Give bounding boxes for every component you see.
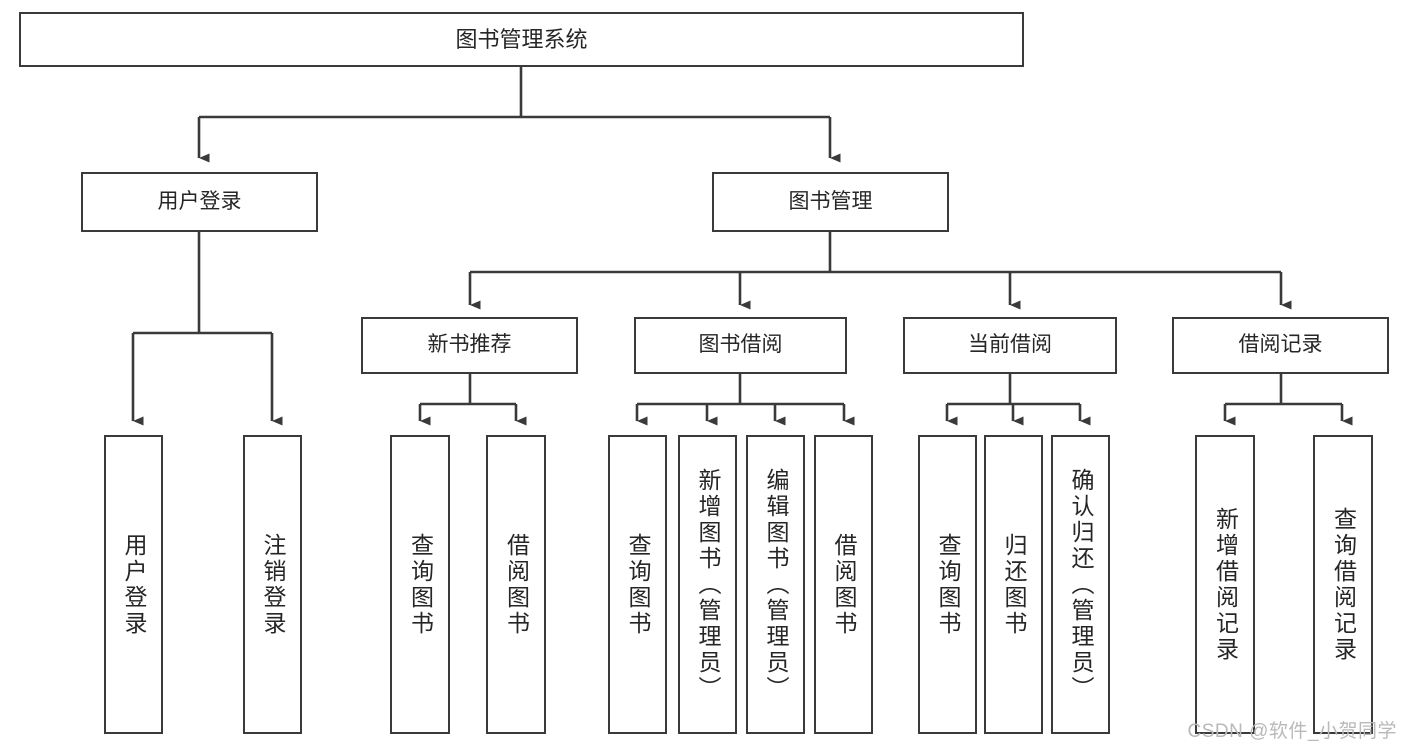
node-new-book-rec[interactable]: 新书推荐 [361, 317, 578, 374]
node-leaf-confirm-return[interactable]: 确认归还（管理员） [1051, 435, 1110, 734]
node-root-label: 图书管理系统 [455, 26, 588, 52]
node-leaf-query-book-1-label: 查询图书 [407, 532, 434, 637]
node-leaf-query-book-3[interactable]: 查询图书 [918, 435, 977, 734]
node-book-manage[interactable]: 图书管理 [712, 172, 949, 232]
node-borrow-record-label: 借阅记录 [1238, 333, 1323, 357]
node-leaf-query-record-label: 查询借阅记录 [1330, 506, 1357, 663]
node-leaf-return-book-label: 归还图书 [1001, 532, 1027, 637]
node-leaf-add-book-label: 新增图书（管理员） [695, 467, 721, 702]
node-leaf-user-logout-label: 注销登录 [260, 532, 286, 637]
node-borrow-record[interactable]: 借阅记录 [1172, 317, 1389, 374]
node-user-login-label: 用户登录 [157, 189, 242, 213]
node-leaf-query-book-3-label: 查询图书 [935, 532, 961, 637]
node-current-borrow[interactable]: 当前借阅 [903, 317, 1117, 374]
node-current-borrow-label: 当前借阅 [968, 333, 1052, 357]
node-leaf-query-record[interactable]: 查询借阅记录 [1313, 435, 1373, 734]
node-leaf-user-logout[interactable]: 注销登录 [243, 435, 302, 734]
node-leaf-add-record[interactable]: 新增借阅记录 [1195, 435, 1255, 734]
node-leaf-query-book-1[interactable]: 查询图书 [390, 435, 450, 734]
node-leaf-edit-book-label: 编辑图书（管理员） [763, 467, 789, 702]
node-leaf-query-book-2[interactable]: 查询图书 [608, 435, 667, 734]
node-book-borrow-label: 图书借阅 [698, 333, 783, 357]
node-root[interactable]: 图书管理系统 [19, 12, 1024, 67]
node-leaf-borrow-book-1-label: 借阅图书 [503, 532, 530, 637]
node-leaf-confirm-return-label: 确认归还（管理员） [1068, 467, 1094, 702]
node-leaf-borrow-book-2[interactable]: 借阅图书 [814, 435, 873, 734]
node-book-borrow[interactable]: 图书借阅 [634, 317, 847, 374]
node-leaf-user-login-label: 用户登录 [121, 532, 147, 637]
node-leaf-borrow-book-1[interactable]: 借阅图书 [486, 435, 546, 734]
csdn-watermark: CSDN @软件_小贺同学 [1187, 721, 1397, 742]
node-leaf-add-record-label: 新增借阅记录 [1212, 506, 1239, 663]
node-leaf-edit-book[interactable]: 编辑图书（管理员） [746, 435, 805, 734]
node-leaf-borrow-book-2-label: 借阅图书 [831, 532, 857, 637]
node-leaf-add-book[interactable]: 新增图书（管理员） [678, 435, 737, 734]
node-user-login[interactable]: 用户登录 [81, 172, 318, 232]
node-leaf-user-login[interactable]: 用户登录 [104, 435, 163, 734]
node-book-manage-label: 图书管理 [788, 189, 873, 213]
node-leaf-query-book-2-label: 查询图书 [625, 532, 651, 637]
node-new-book-rec-label: 新书推荐 [427, 333, 512, 357]
node-leaf-return-book[interactable]: 归还图书 [984, 435, 1043, 734]
